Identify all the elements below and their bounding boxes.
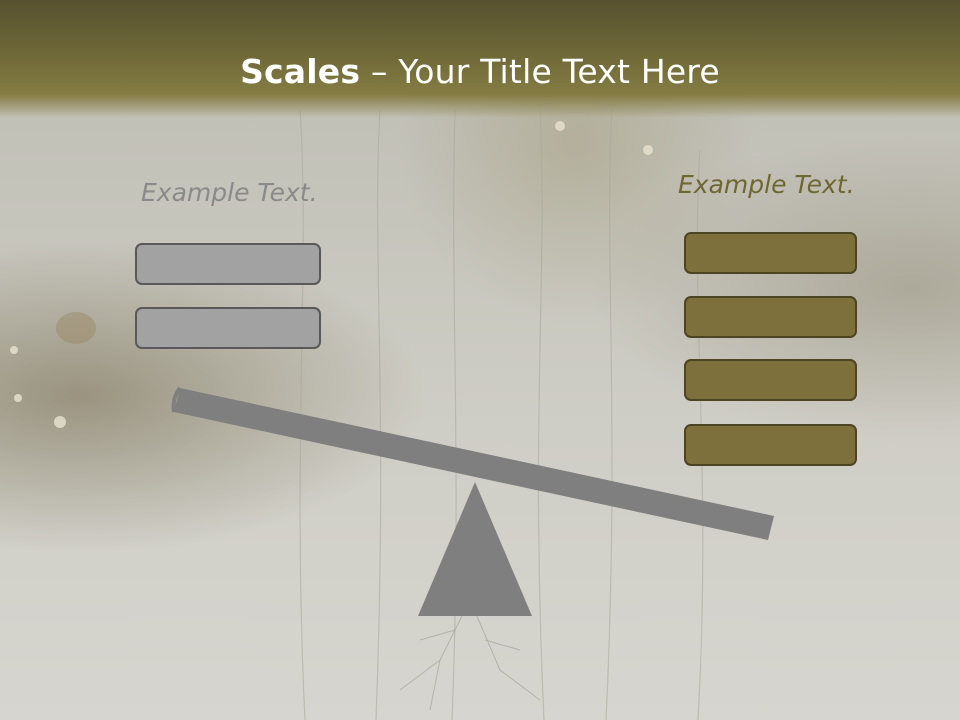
right-example-label: Example Text. (678, 170, 855, 199)
scale-beam[interactable] (174, 388, 774, 540)
right-box-3[interactable] (684, 359, 857, 401)
scale-beam-caps (171, 386, 182, 413)
slide-title: Scales – Your Title Text Here (0, 52, 960, 91)
right-box-1[interactable] (684, 232, 857, 274)
title-rest-text: – Your Title Text Here (360, 52, 720, 91)
right-box-2[interactable] (684, 296, 857, 338)
scale-fulcrum[interactable] (418, 482, 532, 616)
title-band (0, 0, 960, 118)
right-box-4[interactable] (684, 424, 857, 466)
left-box-2[interactable] (135, 307, 321, 349)
title-bold-text: Scales (240, 52, 361, 91)
left-box-1[interactable] (135, 243, 321, 285)
left-example-label: Example Text. (141, 178, 318, 207)
